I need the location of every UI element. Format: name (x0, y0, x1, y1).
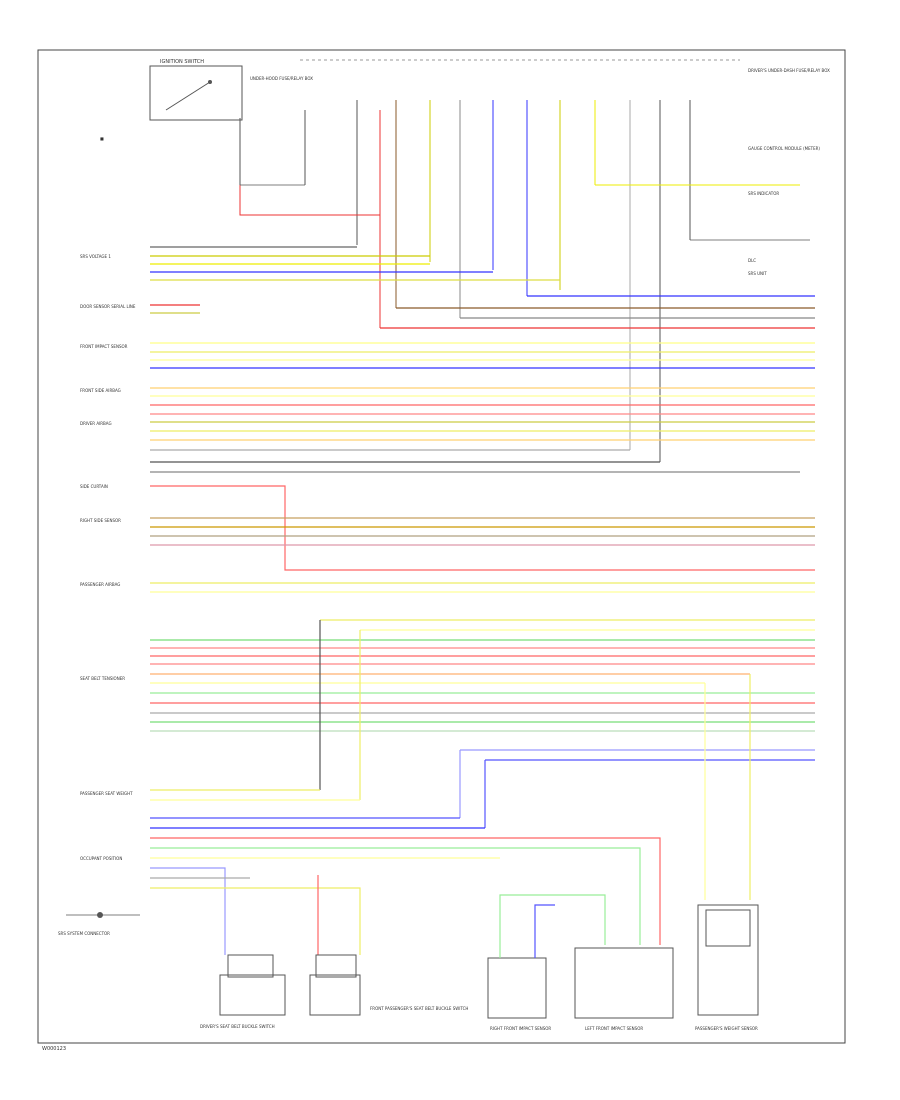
ignition-note: ■ (100, 136, 104, 141)
bottom-component-2: FRONT PASSENGER'S SEAT BELT BUCKLE SWITC… (309, 954, 468, 1016)
left-label-4: DRIVER AIRBAG (80, 421, 112, 426)
gauge-control-module-label: GAUGE CONTROL MODULE (METER) (748, 146, 820, 151)
harness-group-5 (150, 619, 815, 761)
bottom-component-5: PASSENGER'S WEIGHT SENSOR (695, 904, 759, 1031)
ignition-red-wire (239, 185, 380, 216)
ignition-switch-label: IGNITION SWITCH (160, 59, 204, 65)
body-control-label: DLC (748, 258, 756, 263)
left-label-3: FRONT SIDE AIRBAG (80, 388, 121, 393)
left-label-10: OCCUPANT POSITION (80, 856, 122, 861)
left-label-7: PASSENGER AIRBAG (80, 582, 120, 587)
bottom-component-3: RIGHT FRONT IMPACT SENSOR (487, 894, 606, 1031)
bottom-component-label-2: RIGHT FRONT IMPACT SENSOR (490, 1026, 551, 1031)
bottom-component-label-1: FRONT PASSENGER'S SEAT BELT BUCKLE SWITC… (370, 1006, 468, 1011)
right-side-connector-label: SRS INDICATOR (748, 191, 779, 196)
legend: SRS SYSTEM CONNECTOR (58, 912, 140, 936)
bottom-component-1: DRIVER'S SEAT BELT BUCKLE SWITCH (200, 954, 286, 1029)
left-label-8: SEAT BELT TENSIONER (80, 676, 125, 681)
left-label-0: SRS VOLTAGE 1 (80, 254, 111, 259)
diagram-frame (37, 49, 846, 1044)
bottom-component-4: LEFT FRONT IMPACT SENSOR (574, 947, 674, 1031)
vertical-wires (304, 100, 691, 462)
ignition-switch: IGNITION SWITCH ■ (100, 59, 243, 185)
harness-group-6 (150, 789, 661, 955)
harness-group-1 (150, 246, 815, 329)
legend-note: SRS SYSTEM CONNECTOR (58, 931, 110, 936)
bottom-verticals (319, 620, 751, 900)
multiplex-unit-label: SRS UNIT (748, 271, 767, 276)
harness-group-2 (150, 304, 815, 369)
footer-code: W000123 (42, 1046, 66, 1052)
left-label-2: FRONT IMPACT SENSOR (80, 344, 128, 349)
bottom-component-label-3: LEFT FRONT IMPACT SENSOR (585, 1026, 643, 1031)
left-labels: SRS VOLTAGE 1 DOOR SENSOR SERIAL LINE FR… (80, 254, 136, 861)
bottom-component-label-0: DRIVER'S SEAT BELT BUCKLE SWITCH (200, 1024, 275, 1029)
left-label-5: SIDE CURTAIN (80, 484, 108, 489)
left-label-1: DOOR SENSOR SERIAL LINE (80, 304, 136, 309)
left-label-6: RIGHT SIDE SENSOR (80, 518, 121, 523)
harness-group-4 (150, 485, 815, 593)
left-label-9: PASSENGER SEAT WEIGHT (80, 791, 133, 796)
fuse-box-label: UNDER-HOOD FUSE/RELAY BOX (250, 76, 313, 81)
bottom-component-label-4: PASSENGER'S WEIGHT SENSOR (695, 1026, 758, 1031)
dash-fuse-box-label: DRIVER'S UNDER-DASH FUSE/RELAY BOX (748, 68, 830, 73)
harness-group-3 (150, 387, 815, 473)
